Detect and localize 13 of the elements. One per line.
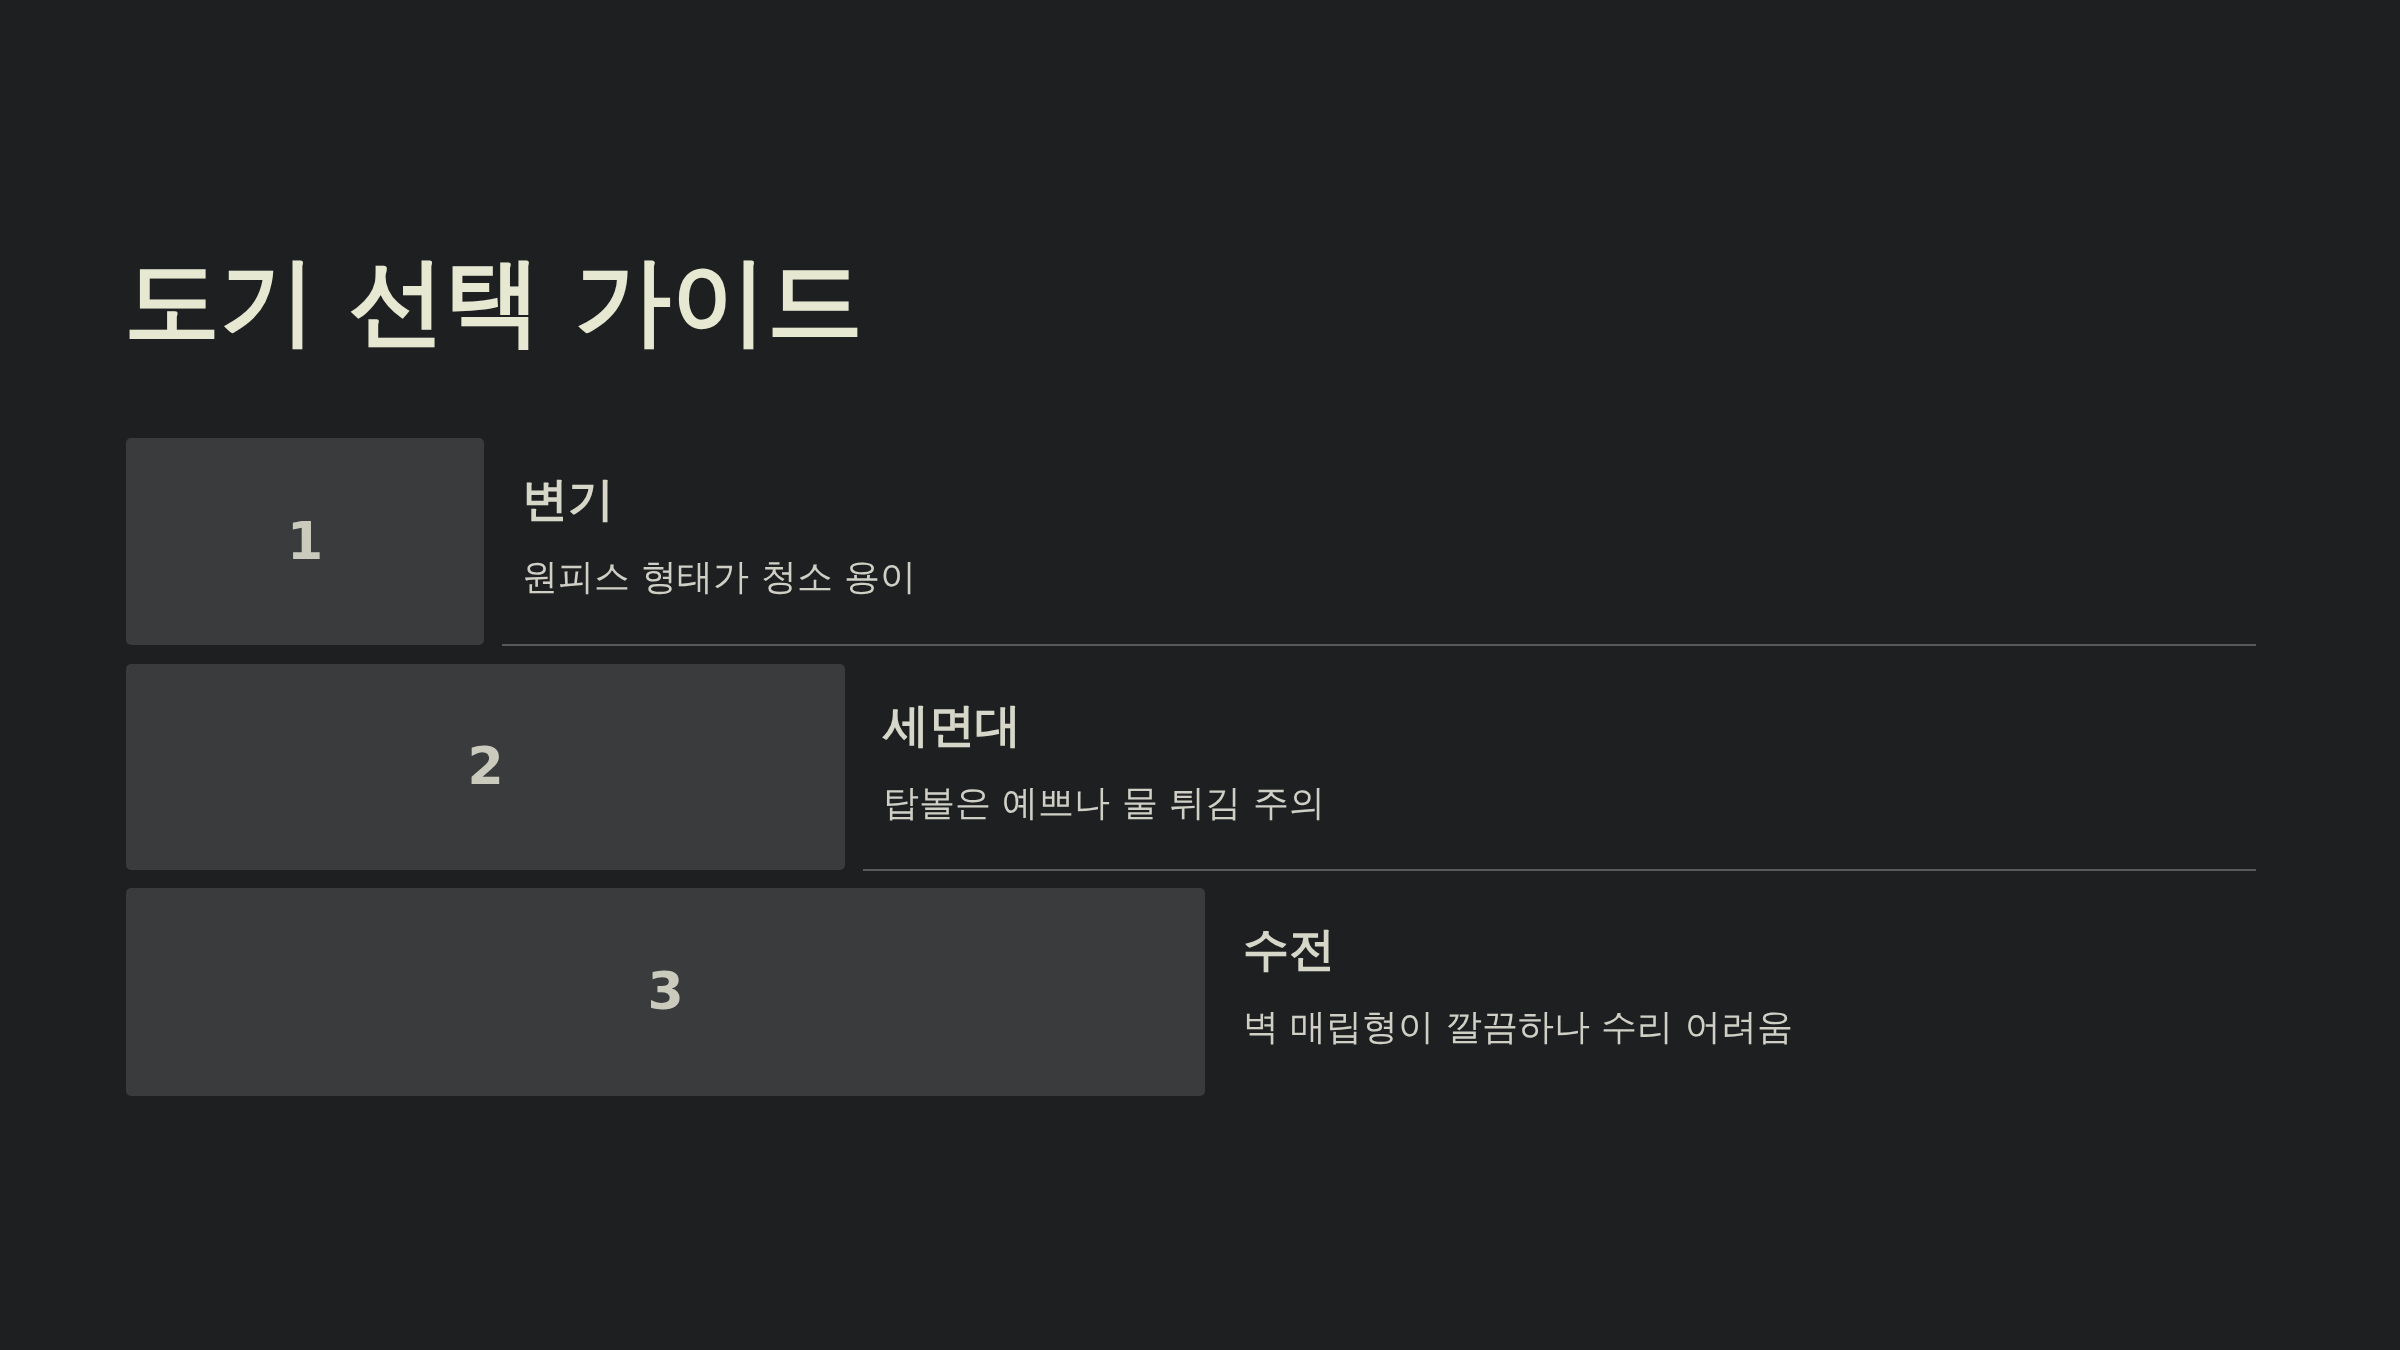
step-bar [126, 664, 845, 870]
step-number: 3 [647, 963, 684, 1021]
slide-title: 도기 선택 가이드 [124, 246, 863, 357]
step-description: 탑볼은 예쁘나 물 튀김 주의 [883, 781, 1325, 825]
step-description: 벽 매립형이 깔끔하나 수리 어려움 [1243, 1005, 1793, 1049]
step-description: 원피스 형태가 청소 용이 [522, 555, 917, 599]
step-bar [126, 438, 484, 645]
step-heading: 수전 [1243, 922, 1335, 978]
step-bar [126, 888, 1205, 1096]
step-heading: 변기 [522, 472, 614, 528]
step-number: 2 [467, 738, 504, 796]
step-heading: 세면대 [883, 698, 1021, 754]
step-number: 1 [286, 512, 324, 571]
